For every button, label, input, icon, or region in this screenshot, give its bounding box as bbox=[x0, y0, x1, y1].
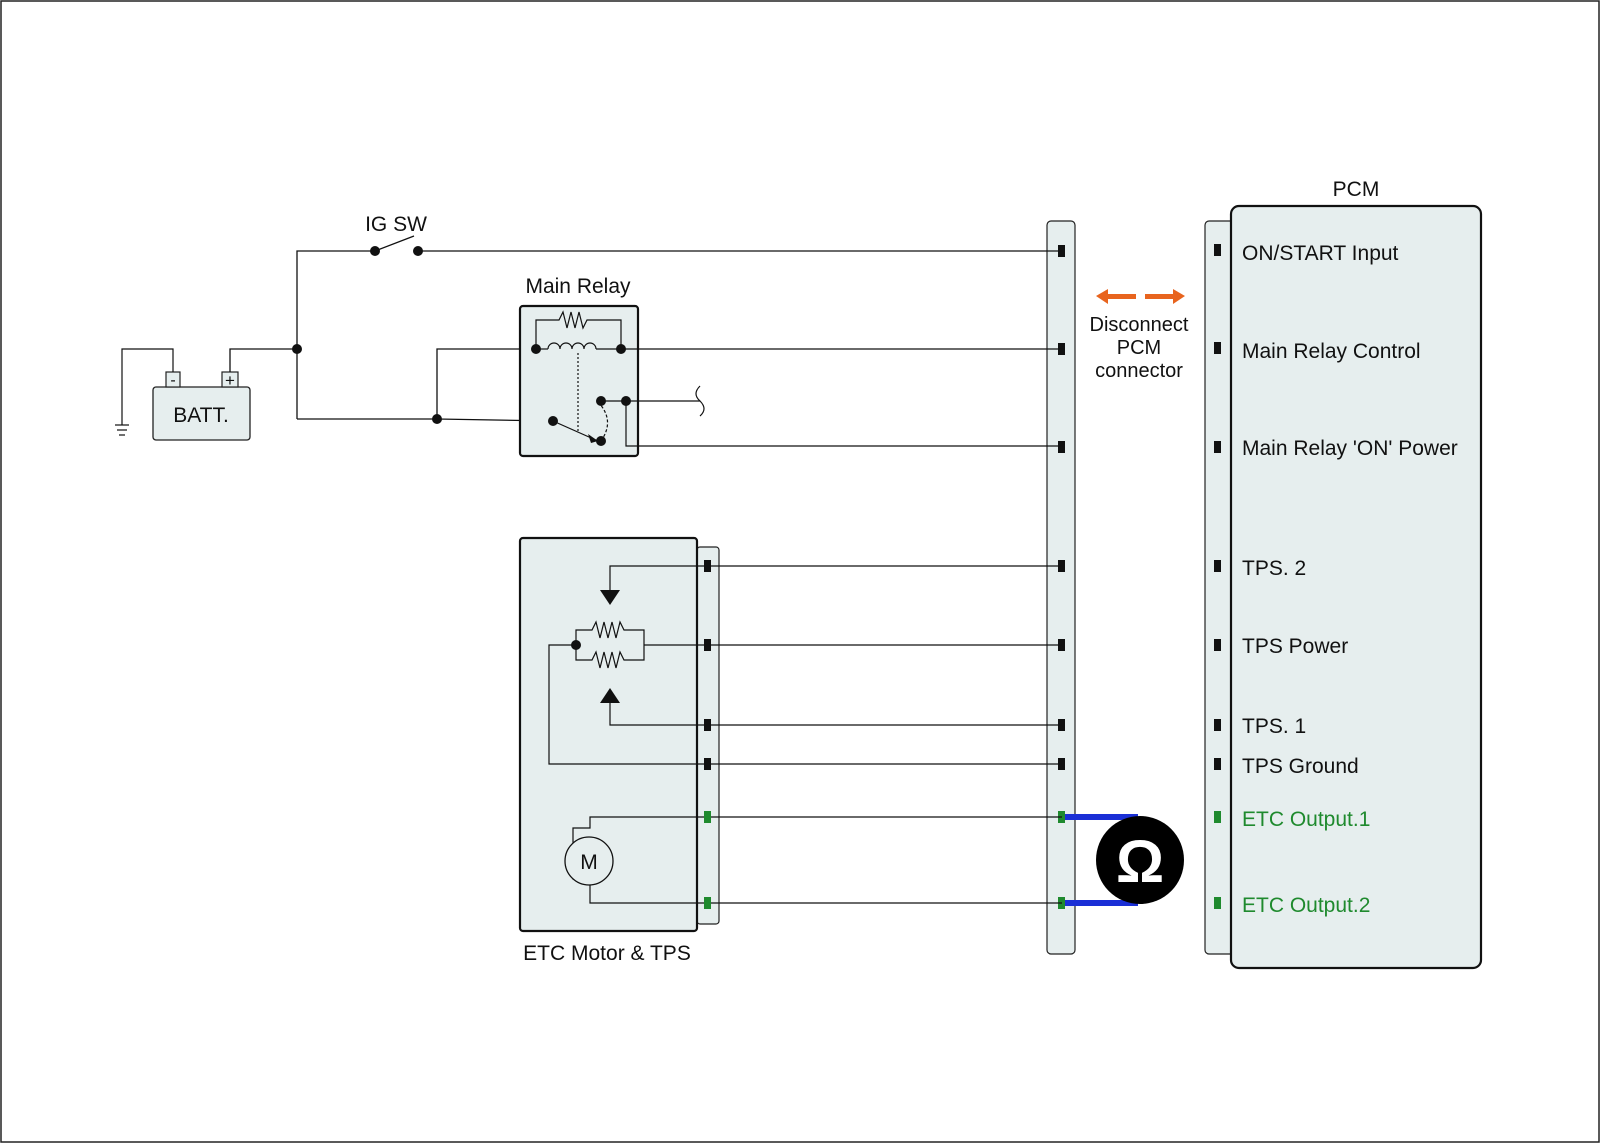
pcm-pin-label-main-relay-control: Main Relay Control bbox=[1242, 340, 1421, 363]
pcm-body bbox=[1229, 204, 1483, 970]
disconnect-label-1: Disconnect bbox=[1090, 314, 1189, 336]
pcm-pin-label-etc-output-1: ETC Output.1 bbox=[1242, 808, 1370, 831]
pcm-pin bbox=[1214, 719, 1221, 731]
main-relay-body bbox=[518, 304, 640, 458]
etc-harness-wires bbox=[711, 565, 1062, 904]
pcm-pin bbox=[1214, 639, 1221, 651]
pcm-pin-label-tps2: TPS. 2 bbox=[1242, 557, 1306, 580]
ig-sw-label: IG SW bbox=[365, 213, 427, 236]
main-relay-label: Main Relay bbox=[525, 275, 631, 298]
disconnect-label-2: PCM bbox=[1117, 337, 1161, 359]
motor-label: M bbox=[580, 851, 598, 874]
pcm-pin bbox=[1214, 560, 1221, 572]
pcm-pin-highlight bbox=[1214, 897, 1221, 909]
pcm-pin-highlight bbox=[1214, 811, 1221, 823]
pcm-pin bbox=[1214, 758, 1221, 770]
etc-label: ETC Motor & TPS bbox=[523, 942, 691, 965]
main-relay: Main Relay bbox=[518, 275, 1062, 458]
ohmmeter-icon bbox=[1096, 816, 1184, 904]
disconnect-label-3: connector bbox=[1095, 360, 1183, 382]
left-arrow-icon bbox=[1096, 289, 1136, 304]
battery: BATT. - + bbox=[152, 371, 251, 441]
pcm-module: PCM ON/START Input Main Relay Control Ma… bbox=[1204, 178, 1483, 970]
pcm-title: PCM bbox=[1333, 178, 1380, 201]
ohmmeter: Ω bbox=[1065, 814, 1184, 906]
motor-icon bbox=[564, 836, 614, 886]
right-arrow-icon bbox=[1145, 289, 1185, 304]
harness-connector bbox=[1046, 220, 1076, 955]
battery-minus-sign: - bbox=[170, 372, 175, 389]
pcm-pin-label-main-relay-on-power: Main Relay 'ON' Power bbox=[1242, 437, 1458, 460]
pcm-pin bbox=[1214, 244, 1221, 256]
etc-connector-strip bbox=[696, 546, 720, 925]
ground-icon bbox=[115, 348, 174, 436]
etc-body bbox=[518, 536, 699, 933]
pcm-pin bbox=[1214, 441, 1221, 453]
junction-dots bbox=[292, 246, 442, 424]
battery-body bbox=[152, 386, 251, 441]
battery-label: BATT. bbox=[173, 404, 229, 427]
pcm-pin-label-on-start: ON/START Input bbox=[1242, 242, 1399, 265]
etc-motor-tps: ETC Motor & TPS M bbox=[518, 536, 720, 965]
pcm-pin-label-etc-output-2: ETC Output.2 bbox=[1242, 894, 1370, 917]
pcm-pin-label-tps-power: TPS Power bbox=[1242, 635, 1348, 658]
battery-plus-sign: + bbox=[225, 371, 235, 390]
pcm-pin-label-tps1: TPS. 1 bbox=[1242, 715, 1306, 738]
ohm-symbol: Ω bbox=[1116, 828, 1164, 895]
harness-connector-strip bbox=[1046, 220, 1076, 955]
pcm-pin bbox=[1214, 342, 1221, 354]
pcm-pin-label-tps-ground: TPS Ground bbox=[1242, 755, 1359, 778]
disconnect-indicator: Disconnect PCM connector bbox=[1090, 289, 1189, 382]
